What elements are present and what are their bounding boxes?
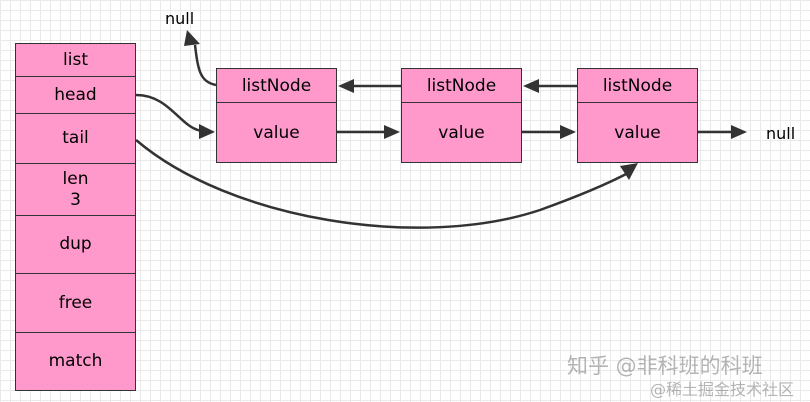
list-node-3: listNode value <box>577 68 698 163</box>
prev-arrowhead-2-1 <box>338 79 354 93</box>
null-next-label: null <box>766 124 796 143</box>
list-node-1: listNode value <box>216 68 337 163</box>
null-prev-label: null <box>165 9 195 28</box>
head-pointer-arrowhead <box>199 124 215 139</box>
list-field-free: free <box>15 273 136 333</box>
watermark-zhihu: 知乎 @非科班的科班 <box>567 354 763 378</box>
head-pointer-arrow <box>135 93 203 133</box>
next-arrowhead-1-2 <box>384 125 400 139</box>
list-title-cell: list <box>15 43 136 77</box>
next-null-arrowhead <box>731 125 747 139</box>
watermark-juejin: @稀土掘金技术社区 <box>650 380 795 399</box>
prev-null-arrow <box>193 44 217 87</box>
list-node-1-value: value <box>253 122 300 143</box>
list-node-2: listNode value <box>401 68 522 163</box>
list-node-3-value: value <box>614 122 661 143</box>
prev-null-arrowhead <box>184 30 200 46</box>
tail-pointer-arrowhead <box>620 163 638 180</box>
prev-arrowhead-3-2 <box>523 79 539 93</box>
list-node-2-value: value <box>438 122 485 143</box>
list-node-2-header: listNode <box>402 69 521 103</box>
tail-pointer-arrow <box>135 139 631 229</box>
next-arrowhead-2-3 <box>560 125 576 139</box>
list-node-3-header: listNode <box>578 69 697 103</box>
list-node-1-header: listNode <box>217 69 336 103</box>
list-field-dup: dup <box>15 215 136 274</box>
list-field-tail: tail <box>15 113 136 164</box>
list-field-match: match <box>15 332 136 391</box>
